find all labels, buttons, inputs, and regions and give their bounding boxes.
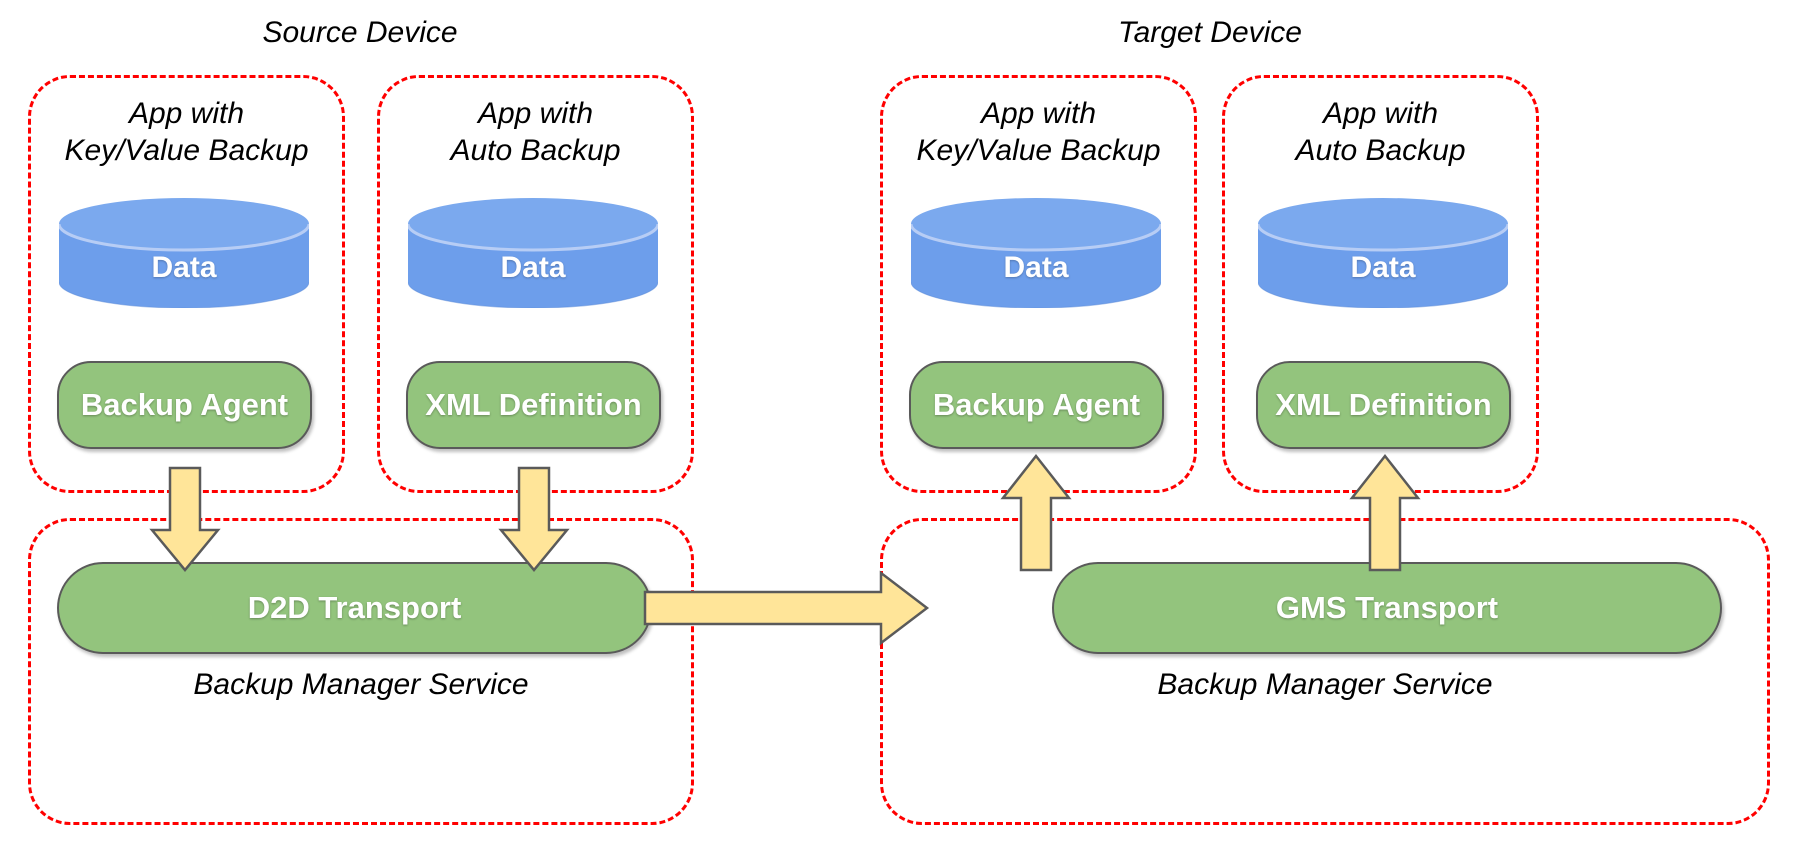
source-app-keyvalue-data-cylinder: Data (59, 198, 309, 308)
target-backup-agent-pill[interactable]: Backup Agent (909, 361, 1164, 449)
source-app-keyvalue-data-text: Data (151, 251, 217, 284)
source-backup-manager-service-container (28, 518, 694, 825)
source-device-title: Source Device (262, 16, 458, 49)
target-backup-agent-label: Backup Agent (932, 387, 1141, 422)
target-app-auto-data-text: Data (1350, 251, 1416, 284)
target-xml-definition-pill[interactable]: XML Definition (1256, 361, 1511, 449)
gms-transport-label: GMS Transport (1275, 590, 1499, 625)
target-app-keyvalue-label: App with Key/Value Backup (916, 97, 1161, 167)
arrow-gms-to-backup-agent (1000, 453, 1072, 572)
target-app-auto-label: App with Auto Backup (1295, 97, 1466, 167)
gms-transport-pill[interactable]: GMS Transport (1052, 562, 1722, 654)
source-xml-definition-label: XML Definition (425, 387, 642, 422)
arrow-xml-definition-to-d2d (498, 466, 570, 572)
arrow-gms-to-xml-definition (1349, 453, 1421, 572)
source-backup-agent-pill[interactable]: Backup Agent (57, 361, 312, 449)
target-device-title: Target Device (1118, 16, 1302, 49)
source-backup-agent-label: Backup Agent (80, 387, 289, 422)
source-app-keyvalue-label: App with Key/Value Backup (64, 97, 309, 167)
source-service-label: Backup Manager Service (193, 668, 529, 701)
target-app-keyvalue-data-text: Data (1003, 251, 1069, 284)
arrow-backup-agent-to-d2d (149, 466, 221, 572)
source-xml-definition-pill[interactable]: XML Definition (406, 361, 661, 449)
source-app-auto-data-text: Data (500, 251, 566, 284)
source-app-auto-data-cylinder: Data (408, 198, 658, 308)
arrow-d2d-to-gms (643, 570, 930, 646)
target-service-label: Backup Manager Service (1157, 668, 1493, 701)
d2d-transport-pill[interactable]: D2D Transport (57, 562, 652, 654)
target-xml-definition-label: XML Definition (1275, 387, 1492, 422)
target-app-keyvalue-data-cylinder: Data (911, 198, 1161, 308)
target-app-auto-data-cylinder: Data (1258, 198, 1508, 308)
target-backup-manager-service-container (880, 518, 1770, 825)
source-app-auto-label: App with Auto Backup (450, 97, 621, 167)
d2d-transport-label: D2D Transport (247, 590, 462, 625)
